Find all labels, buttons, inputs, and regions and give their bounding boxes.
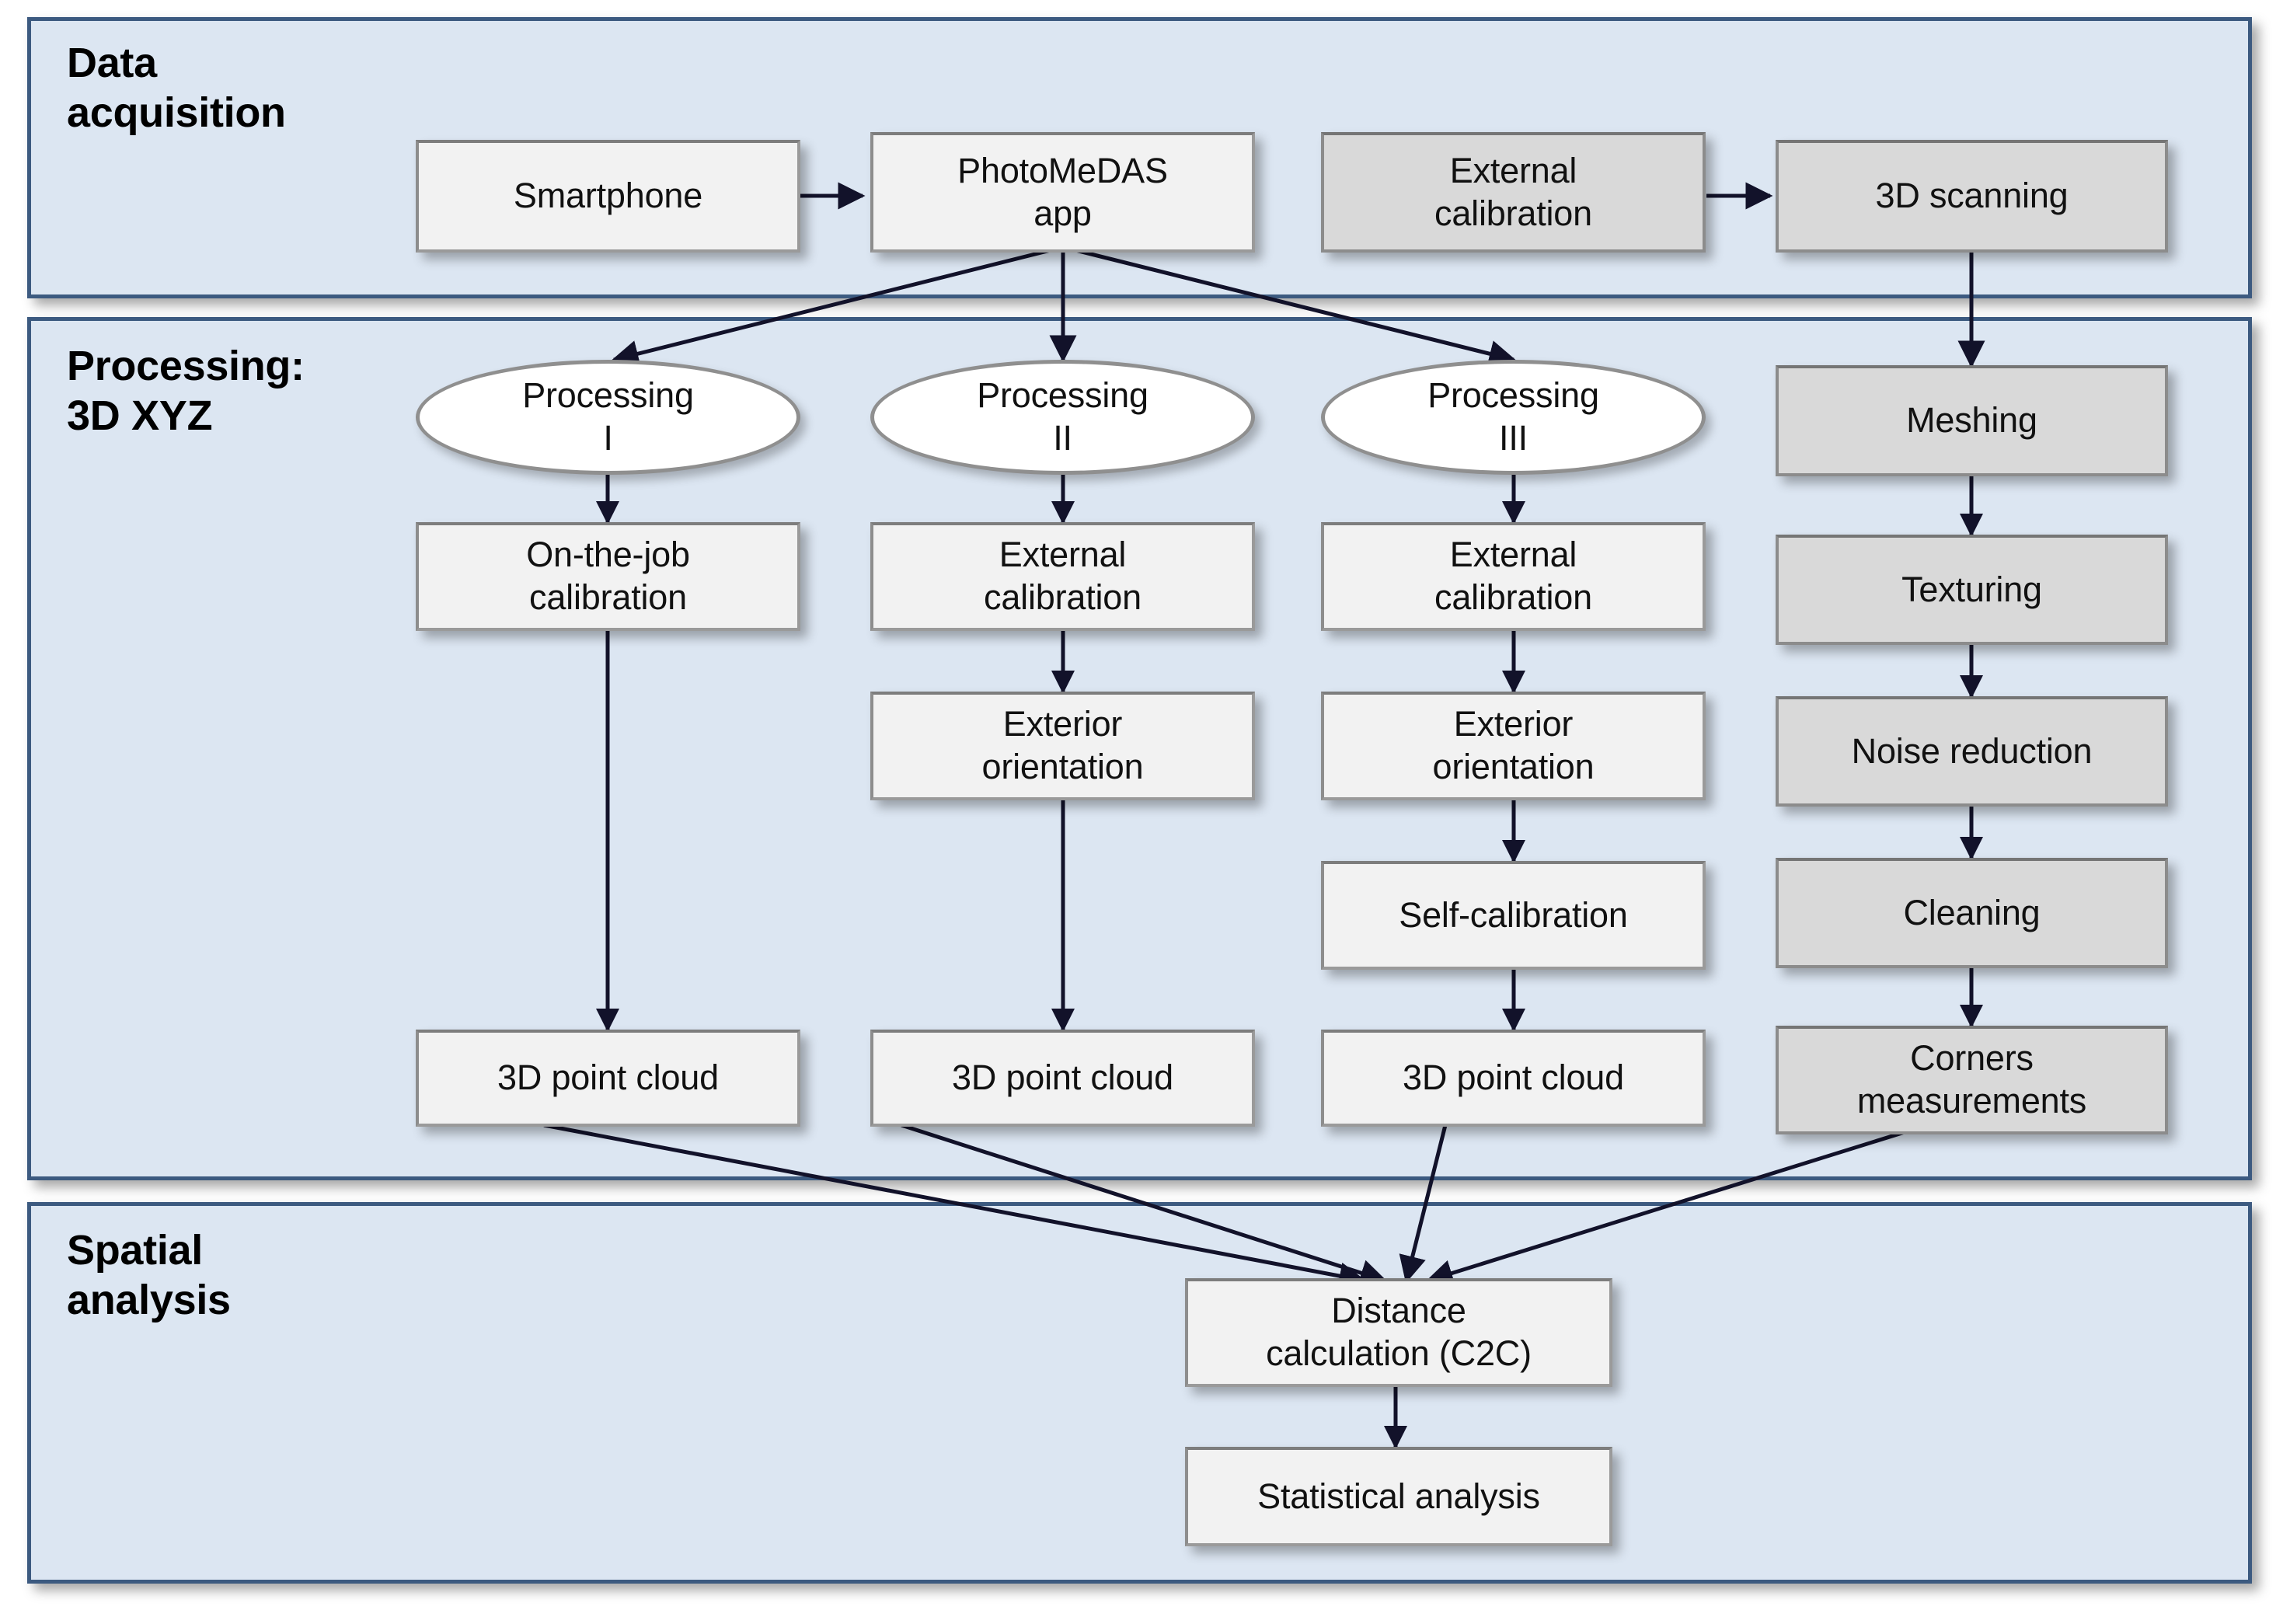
node-processing-i[interactable]: Processing I [416,360,800,475]
node-on-the-job-calibration[interactable]: On-the-job calibration [416,522,800,631]
node-3d-point-cloud-ii[interactable]: 3D point cloud [870,1030,1255,1127]
node-processing-ii[interactable]: Processing II [870,360,1255,475]
node-exterior-orientation-iii[interactable]: Exterior orientation [1321,692,1706,800]
node-noise-reduction[interactable]: Noise reduction [1776,696,2168,807]
section-label-processing-3d-xyz: Processing: 3D XYZ [67,343,305,439]
node-cleaning[interactable]: Cleaning [1776,858,2168,968]
section-label-spatial-analysis: Spatial analysis [67,1227,231,1323]
node-processing-iii[interactable]: Processing III [1321,360,1706,475]
node-external-calibration-iii[interactable]: External calibration [1321,522,1706,631]
node-external-calibration-ii[interactable]: External calibration [870,522,1255,631]
section-label-data-acquisition: Data acquisition [67,40,286,136]
node-texturing[interactable]: Texturing [1776,535,2168,645]
node-3d-scanning[interactable]: 3D scanning [1776,140,2168,253]
node-3d-point-cloud-i[interactable]: 3D point cloud [416,1030,800,1127]
node-exterior-orientation-ii[interactable]: Exterior orientation [870,692,1255,800]
node-statistical-analysis[interactable]: Statistical analysis [1185,1447,1612,1546]
node-distance-calculation[interactable]: Distance calculation (C2C) [1185,1278,1612,1387]
node-photomedas-app[interactable]: PhotoMeDAS app [870,132,1255,253]
node-meshing[interactable]: Meshing [1776,365,2168,476]
node-3d-point-cloud-iii[interactable]: 3D point cloud [1321,1030,1706,1127]
node-self-calibration[interactable]: Self-calibration [1321,861,1706,970]
node-smartphone[interactable]: Smartphone [416,140,800,253]
node-external-calibration-top[interactable]: External calibration [1321,132,1706,253]
node-corners-measurements[interactable]: Corners measurements [1776,1026,2168,1134]
